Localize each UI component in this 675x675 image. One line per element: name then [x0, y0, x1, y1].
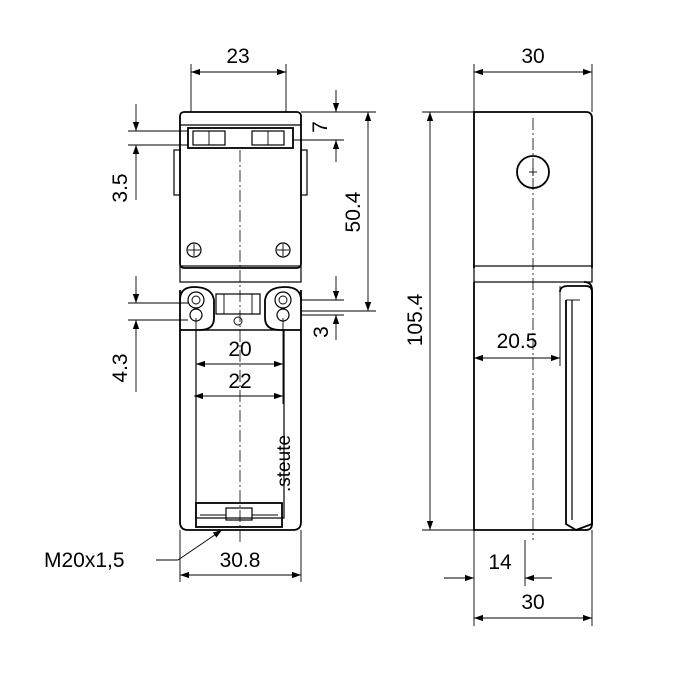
svg-text:14: 14 [488, 551, 512, 574]
switch-head [173, 111, 308, 283]
front-view: .steute 23 7 50.4 [44, 45, 376, 582]
mounting-hole-icon [274, 291, 292, 322]
svg-text:23: 23 [226, 45, 249, 68]
svg-text:3.5: 3.5 [109, 173, 132, 202]
screw-icon [186, 242, 202, 258]
svg-text:22: 22 [228, 370, 251, 393]
dimension-total-height: 105.4 [404, 111, 474, 531]
side-head [473, 111, 593, 283]
side-body [473, 281, 593, 531]
svg-text:20: 20 [228, 338, 251, 361]
dimension-side-width-bottom: 30 [473, 530, 593, 626]
svg-text:7: 7 [309, 121, 332, 133]
dimension-head-height: 50.4 [301, 111, 376, 312]
svg-text:3: 3 [310, 326, 333, 338]
dimension-hole-offset: 4.3 [109, 276, 188, 392]
svg-text:50.4: 50.4 [342, 191, 365, 232]
dimension-base-width: 30.8 [179, 530, 302, 582]
dimension-hole-spacing: 20 [195, 318, 284, 372]
svg-text:30: 30 [521, 591, 544, 614]
svg-text:20.5: 20.5 [497, 330, 538, 353]
dimension-entry-offset: 14 [444, 530, 552, 586]
svg-text:30: 30 [521, 45, 544, 68]
svg-text:M20x1,5: M20x1,5 [44, 549, 125, 572]
svg-text:4.3: 4.3 [109, 353, 132, 382]
dimension-actuator-depth: 20.5 [473, 286, 561, 366]
dimension-width-top: 23 [190, 45, 287, 112]
dimension-body-offset: 3 [301, 276, 344, 340]
actuator-slot [187, 127, 294, 149]
screw-icon [275, 242, 291, 258]
svg-text:30.8: 30.8 [220, 549, 261, 572]
brand-label: .steute [274, 435, 295, 492]
cable-entry [195, 502, 283, 528]
dimension-slot-offset: 3.5 [109, 104, 188, 203]
dimension-body-inner: 22 [194, 370, 284, 404]
svg-text:105.4: 105.4 [404, 293, 427, 346]
thread-callout: M20x1,5 [44, 529, 223, 572]
mounting-hole-icon [187, 291, 205, 322]
dimension-side-width-top: 30 [473, 45, 593, 112]
side-view: 30 105.4 20.5 14 30 [404, 45, 593, 626]
